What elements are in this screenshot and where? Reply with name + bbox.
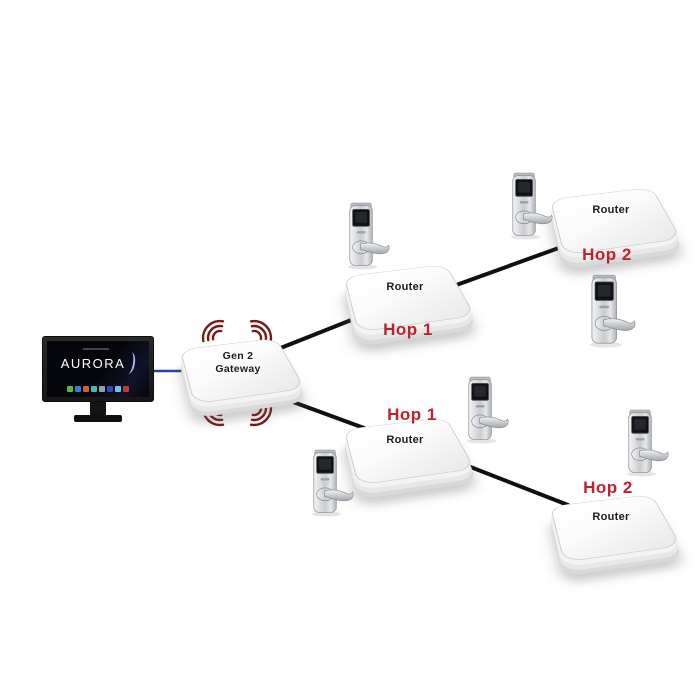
taskbar-icon — [123, 386, 129, 392]
door-lock — [616, 408, 671, 477]
gen2-gateway-device: Gen 2 Gateway — [186, 320, 290, 414]
door-lock — [337, 201, 392, 270]
taskbar-icon — [91, 386, 97, 392]
hop-label-top-1: Hop 1 — [383, 320, 433, 340]
gateway-label-line1: Gen 2 — [215, 350, 260, 363]
door-lock — [456, 375, 511, 444]
door-lock — [301, 448, 356, 517]
gateway-label-line2: Gateway — [215, 363, 260, 376]
taskbar-icon — [115, 386, 121, 392]
router-label: Router — [592, 204, 629, 218]
aurora-logo: AURORA — [47, 352, 149, 374]
monitor-stand-base — [74, 415, 122, 422]
taskbar-icon — [83, 386, 89, 392]
door-lock — [500, 171, 555, 240]
monitor-taskbar — [47, 386, 149, 392]
door-lock — [578, 273, 638, 348]
router-label: Router — [592, 511, 629, 525]
monitor-bezel: AURORA — [42, 336, 154, 402]
router-box — [550, 494, 682, 562]
taskbar-icon — [75, 386, 81, 392]
taskbar-icon — [107, 386, 113, 392]
taskbar-icon — [67, 386, 73, 392]
router-label: Router — [386, 281, 423, 295]
gateway-label: Gen 2 Gateway — [215, 350, 260, 376]
hop-label-bottom-2: Hop 2 — [583, 478, 633, 498]
taskbar-icon — [99, 386, 105, 392]
monitor-screen: AURORA — [47, 341, 149, 397]
monitor-stand-neck — [90, 402, 106, 415]
management-pc-monitor: AURORA — [42, 336, 154, 428]
aurora-brand-text: AURORA — [61, 356, 126, 371]
router-label: Router — [386, 434, 423, 448]
hop-label-bottom-1: Hop 1 — [387, 405, 437, 425]
hop-label-top-2: Hop 2 — [582, 245, 632, 265]
aurora-tagline — [83, 348, 109, 350]
